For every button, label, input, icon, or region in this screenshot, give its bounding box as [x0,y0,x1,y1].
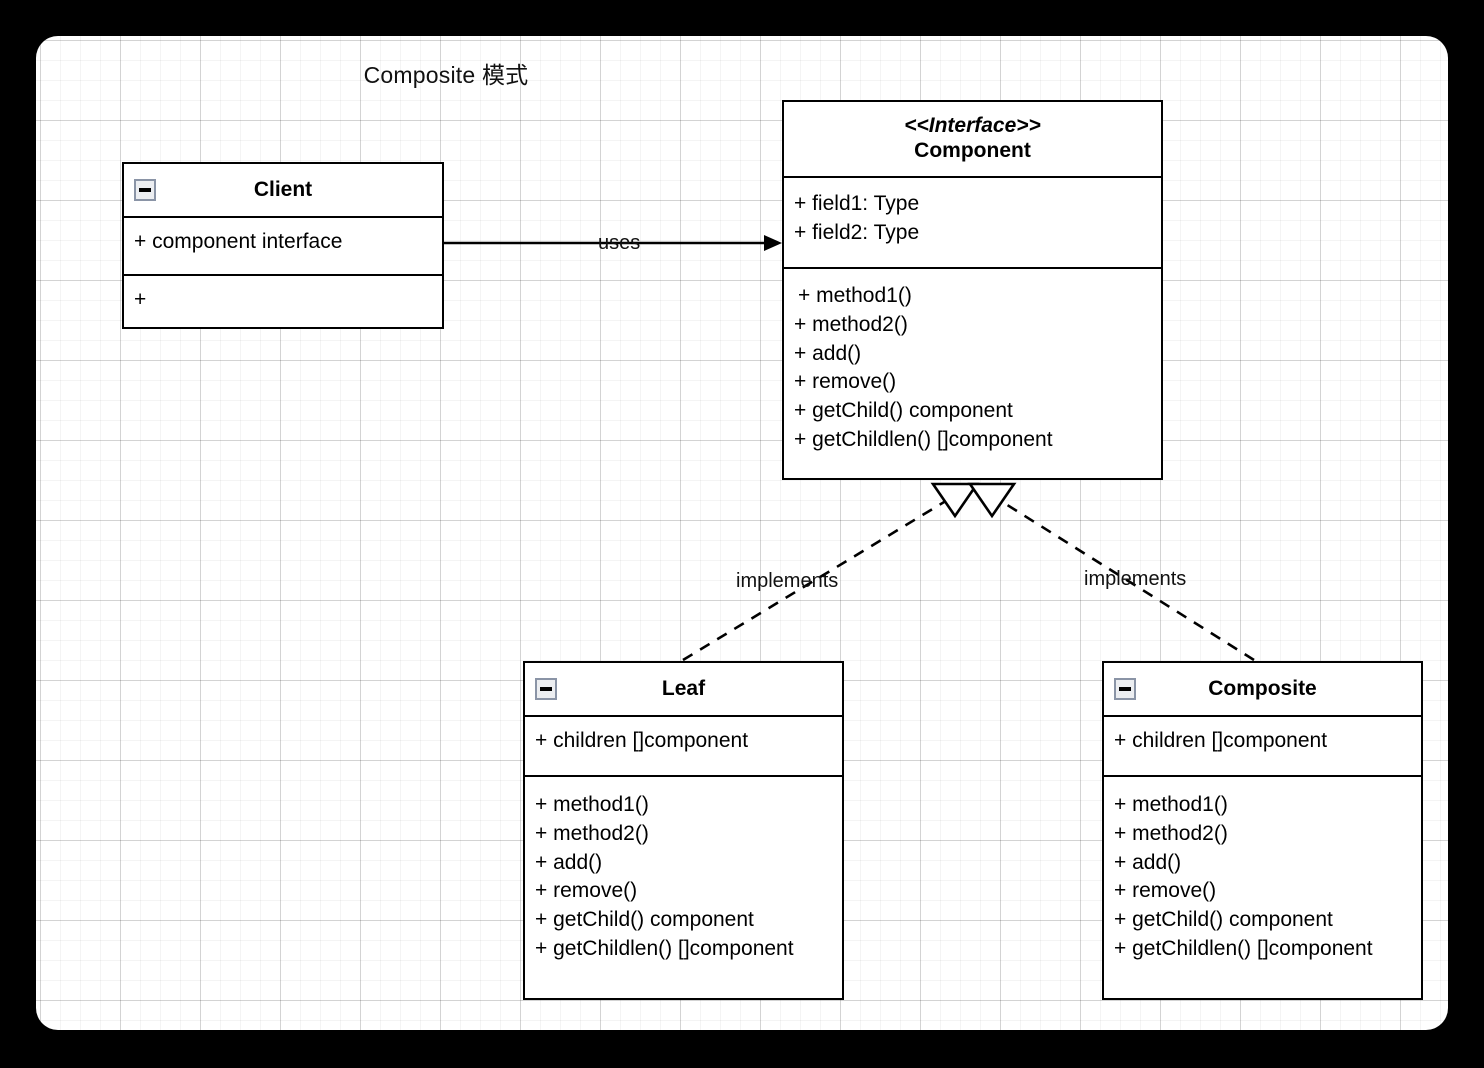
composite-method-row: + getChildlen() []component [1114,936,1373,960]
component-attribute-row: + field2: Type [794,220,920,244]
composite-title: Composite [1208,677,1317,701]
client-title: Client [253,178,313,202]
class-box-leaf[interactable]: Leaf + children []component + method1() … [523,661,844,1000]
class-box-composite[interactable]: Composite + children []component + metho… [1102,661,1423,1000]
composite-method-row: + method1() [1114,793,1228,816]
composite-method-row: + method2() [1114,821,1228,845]
minus-icon[interactable] [1114,678,1136,700]
relation-label-uses: uses [598,232,641,254]
composite-method-row: + add() [1114,850,1182,874]
relation-label-composite-implements: implements [1084,568,1187,590]
client-attributes: + component interface [124,218,442,276]
composite-methods: + method1() + method2() + add() + remove… [1104,777,1421,998]
leaf-attribute-row: + children []component [535,729,749,752]
composite-attribute-row: + children []component [1114,729,1328,752]
leaf-title: Leaf [661,677,706,701]
page-title: Composite 模式 [363,62,529,88]
component-attributes: + field1: Type + field2: Type [784,178,1161,269]
minus-icon-bar [540,687,552,691]
component-method-row: + add() [794,341,862,365]
component-stereotype: <<Interface>> [904,114,1041,138]
component-attribute-row: + field1: Type [794,192,920,215]
client-header: Client [124,164,442,218]
component-method-row: + getChild() component [794,399,1013,423]
composite-method-row: + getChild() component [1114,908,1333,932]
component-method-row: + getChildlen() []component [794,427,1053,451]
minus-icon[interactable] [535,678,557,700]
client-methods: + [124,276,442,326]
leaf-method-row: + getChildlen() []component [535,936,794,960]
composite-attributes: + children []component [1104,717,1421,777]
leaf-method-row: + add() [535,850,603,874]
client-method-row: + [134,288,147,311]
component-methods: + method1() + method2() + add() + remove… [784,269,1161,478]
minus-icon-bar [1119,687,1131,691]
leaf-attributes: + children []component [525,717,842,777]
leaf-implements-hollow-triangle-icon [930,482,980,519]
component-method-row: + method1() [798,284,912,307]
minus-icon[interactable] [134,179,156,201]
leaf-methods: + method1() + method2() + add() + remove… [525,777,842,998]
relation-label-leaf-implements: implements [736,570,839,592]
component-method-row: + method2() [794,312,908,336]
leaf-method-row: + remove() [535,879,638,903]
composite-method-row: + remove() [1114,879,1217,903]
leaf-header: Leaf [525,663,842,717]
client-attribute-row: + component interface [134,230,343,253]
leaf-method-row: + getChild() component [535,908,754,932]
minus-icon-bar [139,188,151,192]
diagram-canvas[interactable]: Composite 模式 Client + component interfac… [36,36,1448,1030]
class-box-component[interactable]: <<Interface>> Component + field1: Type +… [782,100,1163,480]
uses-arrowhead-icon [764,235,782,251]
component-header: <<Interface>> Component [784,102,1161,178]
component-title: Component [914,139,1031,163]
composite-implements-hollow-triangle-icon [967,482,1017,519]
class-box-client[interactable]: Client + component interface + [122,162,444,329]
composite-header: Composite [1104,663,1421,717]
leaf-method-row: + method1() [535,793,649,816]
leaf-method-row: + method2() [535,821,649,845]
component-method-row: + remove() [794,370,897,394]
